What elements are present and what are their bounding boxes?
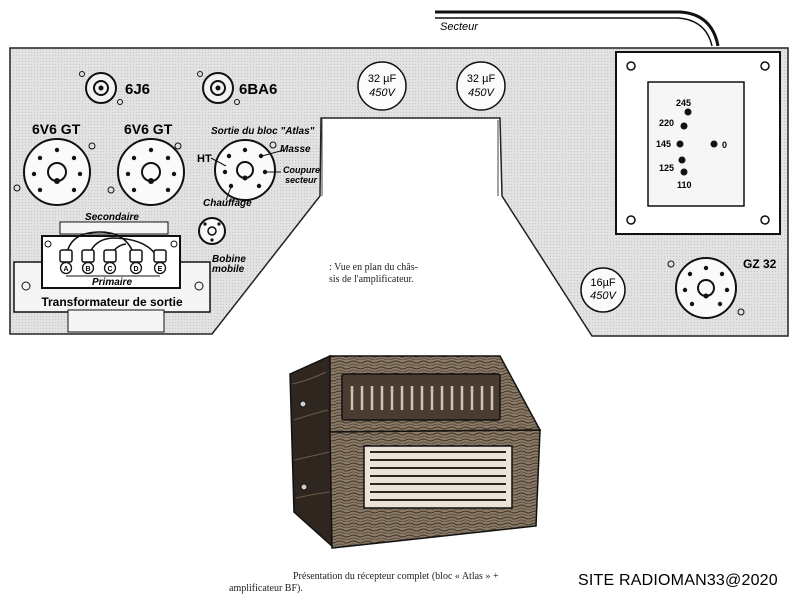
receiver-caption-line1: Présentation du récepteur complet (bloc … [293, 571, 499, 582]
capacitor-16uf: 16µF 450V [580, 267, 626, 313]
tap-0: 0 [722, 140, 727, 150]
receiver-caption: Présentation du récepteur complet (bloc … [229, 571, 629, 595]
tube-socket-gz32 [667, 257, 745, 319]
tube-socket-6v6-left [13, 138, 96, 206]
cap1-value: 32 µF [368, 73, 397, 85]
mains-cord [435, 10, 720, 47]
label-masse: Masse [280, 144, 311, 155]
cap1-voltage: 450V [369, 87, 396, 99]
term-b: B [85, 266, 90, 273]
cap2-value: 32 µF [467, 73, 496, 85]
term-a: A [63, 266, 68, 273]
chassis-caption-line1: : Vue en plan du châs- [329, 262, 418, 273]
label-primaire: Primaire [92, 277, 132, 288]
tap-245: 245 [676, 98, 691, 108]
term-e: E [158, 266, 163, 273]
site-watermark: SITE RADIOMAN33@2020 [578, 572, 778, 589]
secteur-label: Secteur [440, 21, 479, 33]
label-secondaire: Secondaire [85, 212, 139, 223]
tap-125: 125 [659, 163, 674, 173]
cap2-voltage: 450V [468, 87, 495, 99]
label-6j6: 6J6 [125, 81, 150, 98]
power-transformer [615, 51, 781, 235]
receiver-cabinet [289, 354, 542, 549]
chassis-caption-line2: sis de l'amplificateur. [329, 274, 414, 285]
tube-socket-6ba6 [197, 71, 240, 105]
term-c: C [107, 266, 112, 273]
tap-145: 145 [656, 139, 671, 149]
label-secteur-small: secteur [285, 175, 318, 185]
label-ht: HT [197, 153, 212, 165]
tube-socket-6v6-right [107, 138, 185, 206]
label-6v6-right: 6V6 GT [124, 121, 173, 137]
cap3-voltage: 450V [590, 290, 617, 302]
label-bobine: Bobine [212, 254, 246, 265]
label-coupure: Coupure [283, 165, 320, 175]
cap3-value: 16µF [590, 277, 616, 289]
chassis-caption: : Vue en plan du châs- sis de l'amplific… [329, 262, 489, 286]
atlas-output-socket [210, 139, 285, 201]
term-d: D [133, 266, 138, 273]
output-transformer [13, 221, 211, 333]
tap-220: 220 [659, 118, 674, 128]
label-transformateur: Transformateur de sortie [41, 295, 183, 309]
capacitor-32uf-2: 32 µF 450V [456, 61, 506, 111]
label-mobile: mobile [212, 264, 245, 275]
tube-socket-6j6 [79, 71, 123, 105]
label-chauffage: Chauffage [203, 198, 252, 209]
tap-110: 110 [677, 180, 692, 190]
label-gz32: GZ 32 [743, 257, 777, 271]
label-sortie-bloc: Sortie du bloc "Atlas" [211, 126, 315, 137]
capacitor-32uf-1: 32 µF 450V [357, 61, 407, 111]
label-6v6-left: 6V6 GT [32, 121, 81, 137]
label-6ba6: 6BA6 [239, 81, 277, 98]
speaker-coil-socket [198, 217, 226, 245]
receiver-caption-line2: amplificateur BF). [229, 583, 303, 594]
